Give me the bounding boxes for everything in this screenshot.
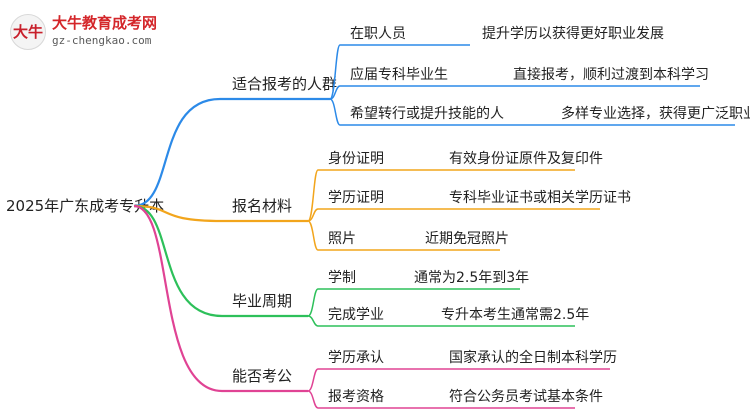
branch-label-b2[interactable]: 报名材料 bbox=[232, 197, 292, 215]
logo-url: gz-chengkao.com bbox=[52, 34, 152, 47]
child-label[interactable]: 报考资格 bbox=[328, 389, 384, 405]
branch-connector bbox=[133, 97, 221, 208]
child-label[interactable]: 应届专科毕业生 bbox=[350, 66, 448, 83]
child-label[interactable]: 在职人员 bbox=[350, 26, 406, 42]
child-connector bbox=[307, 368, 319, 392]
child-label[interactable]: 希望转行或提升技能的人 bbox=[350, 106, 504, 122]
child-connector bbox=[307, 220, 319, 251]
child-detail: 专科毕业证书或相关学历证书 bbox=[449, 190, 631, 206]
branch-connector bbox=[133, 204, 223, 393]
child-detail: 近期免冠照片 bbox=[425, 231, 509, 247]
child-detail: 通常为2.5年到3年 bbox=[414, 270, 529, 286]
logo-title: 大牛教育成考网 bbox=[52, 14, 158, 32]
child-connector bbox=[307, 288, 319, 317]
child-connector bbox=[307, 390, 319, 409]
logo-emblem-icon: 大牛 bbox=[10, 14, 46, 50]
branch-label-b3[interactable]: 毕业周期 bbox=[232, 292, 292, 310]
site-logo[interactable]: 大牛 大牛教育成考网 gz-chengkao.com bbox=[6, 10, 256, 54]
child-detail: 直接报考，顺利过渡到本科学习 bbox=[513, 66, 709, 83]
root-topic[interactable]: 2025年广东成考专升本 bbox=[6, 197, 164, 215]
child-detail: 多样专业选择，获得更广泛职业机会 bbox=[561, 105, 750, 122]
child-label[interactable]: 学历证明 bbox=[328, 190, 384, 206]
child-detail: 国家承认的全日制本科学历 bbox=[449, 349, 617, 366]
child-connector bbox=[307, 315, 319, 327]
child-label[interactable]: 身份证明 bbox=[328, 151, 384, 167]
child-label[interactable]: 完成学业 bbox=[328, 307, 384, 323]
child-detail: 有效身份证原件及复印件 bbox=[449, 150, 603, 167]
branch-connector bbox=[133, 204, 223, 223]
child-detail: 符合公务员考试基本条件 bbox=[449, 388, 603, 405]
branch-connector bbox=[133, 204, 223, 318]
branch-label-b4[interactable]: 能否考公 bbox=[232, 367, 292, 385]
child-label[interactable]: 学历承认 bbox=[328, 350, 384, 366]
child-connector bbox=[329, 44, 341, 100]
child-detail: 专升本考生通常需2.5年 bbox=[441, 307, 589, 323]
child-connector bbox=[307, 169, 319, 222]
child-detail: 提升学历以获得更好职业发展 bbox=[482, 25, 664, 42]
branch-label-b1[interactable]: 适合报考的人群 bbox=[232, 75, 337, 93]
child-connector bbox=[329, 98, 341, 126]
logo-glyph: 大牛 bbox=[12, 23, 43, 41]
child-label[interactable]: 照片 bbox=[328, 231, 356, 247]
child-label[interactable]: 学制 bbox=[328, 270, 356, 286]
